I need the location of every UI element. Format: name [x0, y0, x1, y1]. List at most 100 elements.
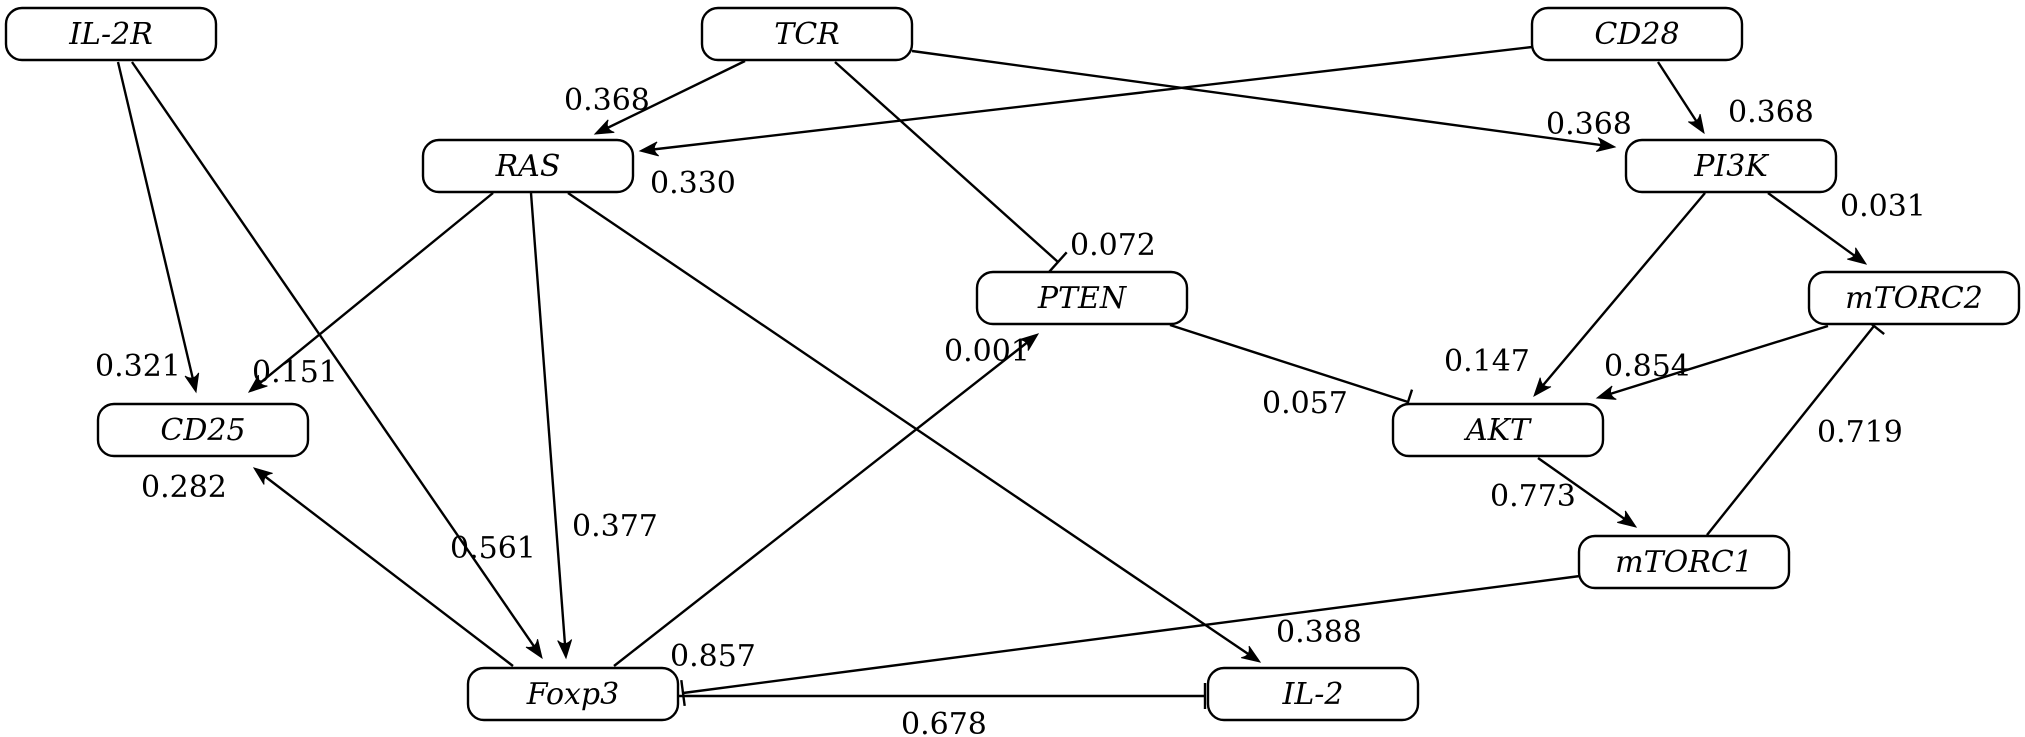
edge-line — [834, 61, 1059, 263]
arrowhead-icon — [184, 372, 200, 394]
arrowhead-icon — [1595, 137, 1617, 152]
node-pten: PTEN — [975, 270, 1189, 326]
node-box — [975, 270, 1189, 326]
node-label: PI3K — [1693, 149, 1769, 184]
edge-pi3k-to-akt — [1533, 192, 1706, 398]
edge-line — [1169, 323, 1409, 404]
edge-il2r-to-cd25 — [116, 61, 200, 394]
edge-weight-label: 0.282 — [141, 470, 227, 505]
edge-line — [607, 59, 746, 129]
edge-line — [116, 61, 194, 379]
edge-il2r-to-foxp3 — [131, 61, 543, 660]
arrowhead-icon — [252, 467, 273, 485]
edge-tcr-to-pi3k — [911, 49, 1617, 152]
edge-line — [682, 574, 1581, 695]
edge-weight-label: 0.151 — [252, 355, 338, 390]
node-label: PTEN — [1037, 281, 1128, 316]
edge-weight-label: 0.388 — [1276, 615, 1362, 650]
edge-weight-label: 0.854 — [1604, 349, 1690, 384]
edge-line — [1537, 457, 1626, 520]
arrowhead-icon — [557, 639, 573, 660]
node-label: IL-2R — [68, 17, 153, 52]
node-tcr: TCR — [700, 6, 914, 62]
edge-line — [1767, 192, 1856, 257]
node-box — [700, 6, 914, 62]
node-box — [1577, 534, 1791, 590]
edge-cd28-to-pi3k — [1656, 61, 1705, 135]
inhibition-bar-icon — [680, 679, 686, 707]
edge-line — [131, 61, 536, 648]
edge-line — [1542, 192, 1706, 387]
node-cd28: CD28 — [1530, 6, 1744, 62]
edge-weight-label: 0.147 — [1444, 344, 1530, 379]
edge-weight-label: 0.031 — [1840, 189, 1926, 224]
node-box — [1206, 666, 1420, 722]
edge-mtorc2-to-akt — [1595, 324, 1829, 400]
edge-line — [1656, 61, 1698, 122]
edge-weight-label: 0.321 — [95, 349, 181, 384]
edge-foxp3-to-pten — [613, 333, 1040, 667]
arrowhead-icon — [1847, 247, 1868, 265]
node-box — [1530, 6, 1744, 62]
node-ras: RAS — [421, 138, 635, 194]
node-box — [4, 6, 218, 62]
node-label: IL-2 — [1282, 677, 1344, 712]
node-label: mTORC1 — [1615, 545, 1753, 580]
inhibition-bar-icon — [1048, 251, 1068, 273]
arrowhead-icon — [525, 639, 543, 660]
edge-line — [567, 192, 1250, 656]
node-mtorc2: mTORC2 — [1807, 270, 2021, 326]
arrowhead-icon — [1617, 510, 1638, 528]
edge-weight-label: 0.773 — [1490, 479, 1576, 514]
edge-mtorc1-to-foxp3 — [680, 574, 1581, 707]
arrowhead-icon — [1595, 385, 1617, 400]
node-box — [1391, 402, 1605, 458]
edge-weight-label: 0.368 — [1546, 107, 1632, 142]
arrowhead-icon — [638, 141, 660, 157]
edge-weight-label: 0.368 — [564, 83, 650, 118]
node-mtorc1: mTORC1 — [1577, 534, 1791, 590]
edge-ras-to-cd25 — [247, 192, 494, 393]
edge-foxp3-to-il2 — [678, 683, 1207, 709]
node-label: AKT — [1463, 413, 1532, 448]
edge-line — [613, 341, 1028, 667]
node-foxp3: Foxp3 — [466, 666, 680, 722]
node-box — [1807, 270, 2021, 326]
edge-line — [264, 475, 514, 667]
arrowhead-icon — [1533, 377, 1552, 398]
edge-line — [653, 45, 1533, 151]
node-box — [96, 402, 310, 458]
edge-line — [259, 192, 494, 385]
arrowhead-icon — [1019, 333, 1040, 351]
node-il2: IL-2 — [1206, 666, 1420, 722]
arrowhead-icon — [247, 374, 268, 393]
node-pi3k: PI3K — [1624, 138, 1838, 194]
edge-line — [1706, 325, 1875, 536]
edge-weight-label: 0.330 — [650, 166, 736, 201]
node-label: CD28 — [1594, 17, 1679, 52]
edges-layer — [116, 45, 1885, 709]
node-label: mTORC2 — [1845, 281, 1983, 316]
edge-cd28-to-ras — [638, 45, 1533, 157]
edge-line — [529, 192, 567, 645]
node-label: Foxp3 — [526, 677, 619, 712]
edge-weight-label: 0.857 — [670, 639, 756, 674]
edge-ras-to-il2 — [567, 192, 1262, 663]
edge-weight-label: 0.072 — [1070, 228, 1156, 263]
node-il2r: IL-2R — [4, 6, 218, 62]
node-box — [1624, 138, 1838, 194]
edge-weight-label: 0.561 — [450, 531, 536, 566]
edge-line — [911, 49, 1602, 147]
arrowhead-icon — [593, 119, 615, 135]
node-label: TCR — [774, 17, 840, 52]
node-box — [421, 138, 635, 194]
node-cd25: CD25 — [96, 402, 310, 458]
edge-weight-label: 0.001 — [944, 334, 1030, 369]
edge-foxp3-to-cd25 — [252, 467, 514, 667]
node-akt: AKT — [1391, 402, 1605, 458]
edge-weight-label: 0.678 — [901, 707, 987, 737]
edge-pi3k-to-mtorc2 — [1767, 192, 1868, 265]
node-label: CD25 — [160, 413, 245, 448]
